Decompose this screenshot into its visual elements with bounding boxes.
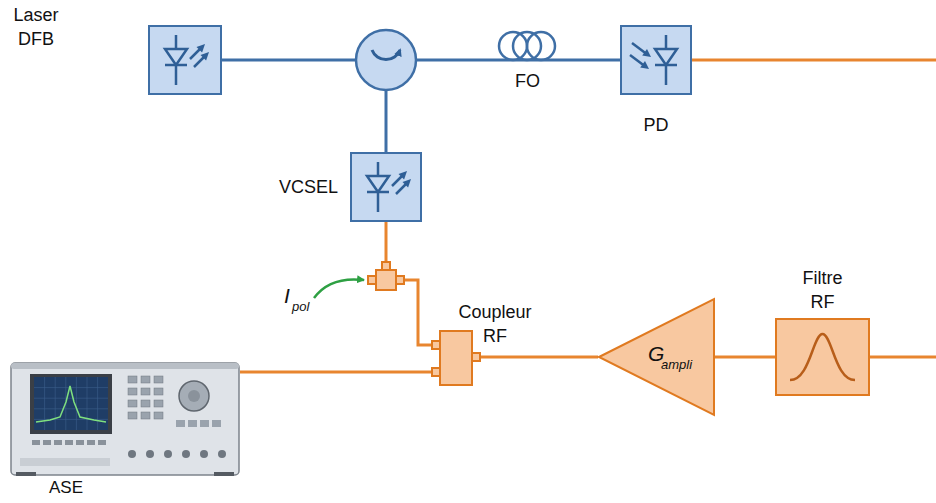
photodiode-box-shape <box>620 25 692 95</box>
node-heading: Laser DFB <box>5 3 67 51</box>
rf-coupler: Coupleur RF <box>432 330 480 386</box>
gain-subscript: ampli <box>661 357 701 373</box>
node-label: PD <box>620 113 692 137</box>
photodiode-box: PD <box>620 25 692 95</box>
laser-source-box: Laser DFB <box>148 25 222 95</box>
node-label: FO <box>495 69 560 93</box>
signal-connector <box>560 59 620 62</box>
vcsel-box: VCSEL <box>350 152 422 222</box>
amplifier-triangle: Gampli <box>598 298 715 416</box>
node-label: ASE <box>38 478 94 498</box>
spectrum-analyzer: ASE <box>10 362 240 476</box>
rf-filter-box: Filtre RF <box>775 318 870 396</box>
laser-source-box-shape <box>148 25 222 95</box>
signal-connector <box>240 371 432 374</box>
circulator-symbol <box>356 30 416 90</box>
bias-tee-symbol <box>368 262 404 290</box>
rf-wire <box>386 60 936 357</box>
node-heading: Filtre RF <box>790 266 855 314</box>
vcsel-box-shape <box>350 152 422 222</box>
signal-connector <box>715 356 775 359</box>
current-symbol: I <box>284 284 290 308</box>
bias-current-arrow <box>314 279 364 298</box>
current-subscript: pol <box>292 299 309 315</box>
node-heading: Coupleur RF <box>454 300 536 348</box>
rf-coupler-shape <box>432 330 480 386</box>
signal-connector <box>480 356 598 359</box>
rf-filter-box-shape <box>775 318 870 396</box>
spectrum-analyzer-shape <box>10 362 240 476</box>
fiber-coil: FO <box>495 15 560 95</box>
node-label: VCSEL <box>238 175 338 199</box>
